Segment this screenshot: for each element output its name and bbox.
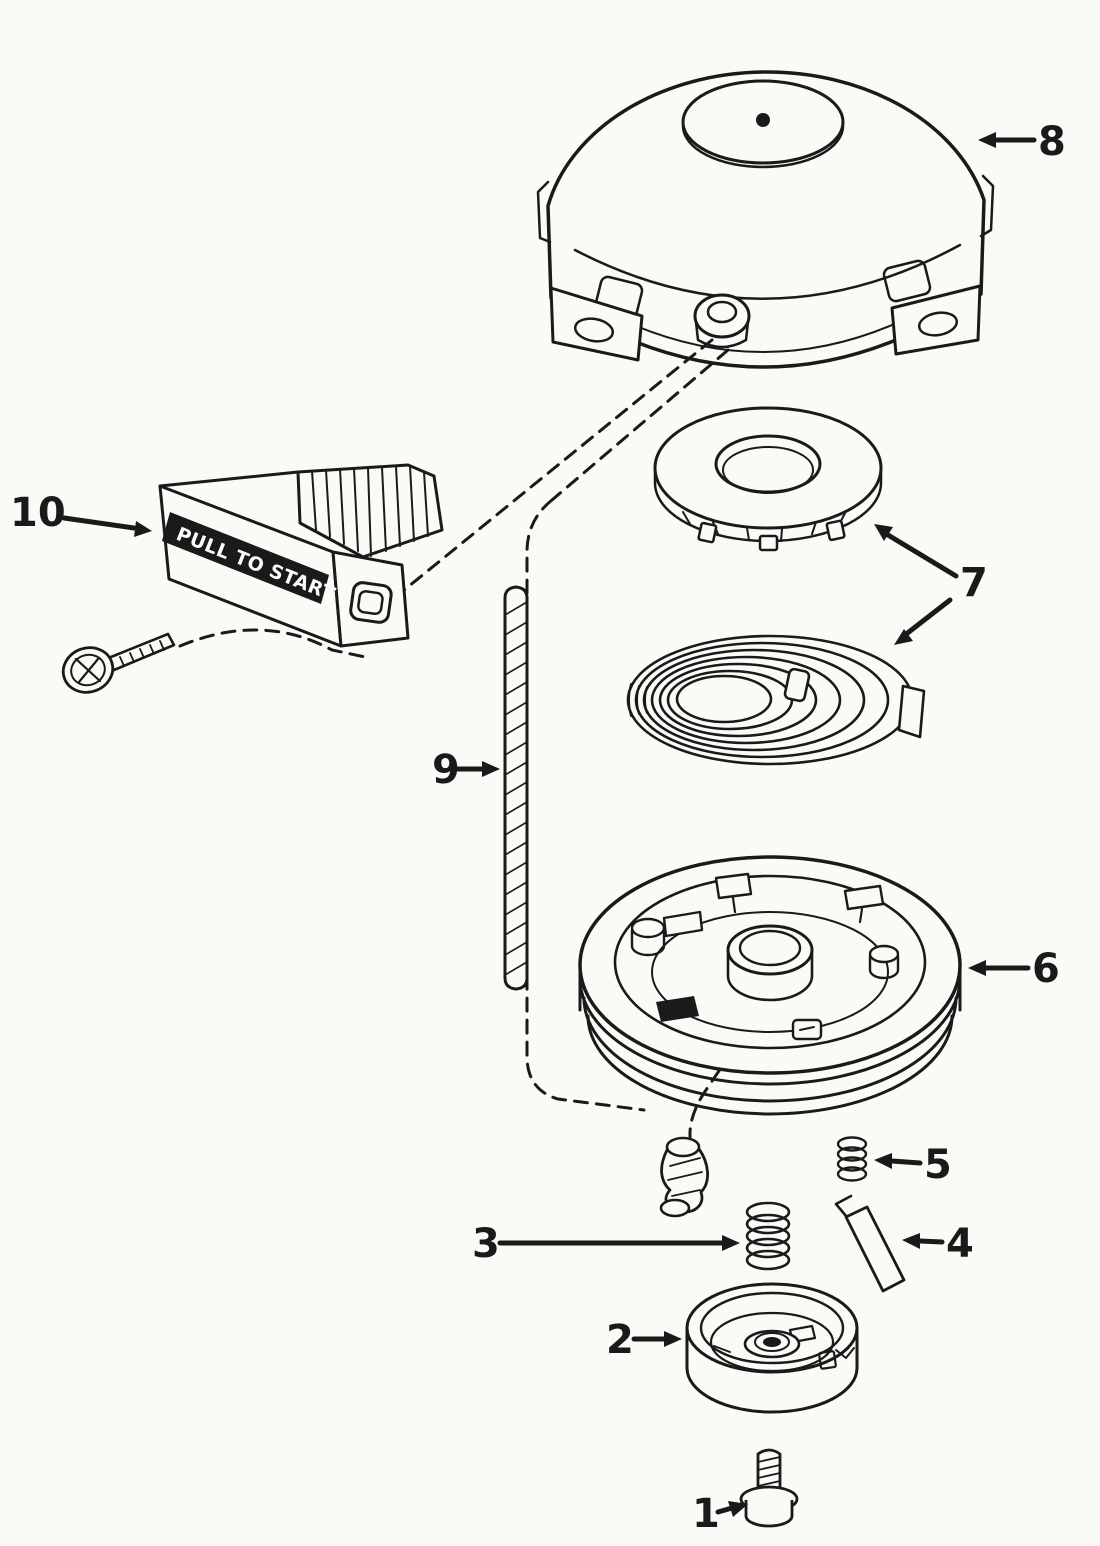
- callout-5-label: 5: [924, 1142, 952, 1188]
- starter-cup: [685, 1282, 859, 1414]
- spring-inner-hook: [783, 667, 811, 703]
- callouts: 8 7 10 9 6 5: [10, 119, 1066, 1537]
- recoil-spring: [626, 634, 926, 766]
- mounting-bolt: [739, 1448, 799, 1528]
- pulley-dark-block: [656, 996, 699, 1022]
- handle-screw: [61, 632, 176, 694]
- callout-8-label: 8: [1038, 119, 1066, 165]
- friction-link: [834, 1194, 906, 1293]
- housing-center-dot: [756, 113, 770, 127]
- pin: [503, 585, 529, 991]
- spring-outer-hook: [897, 684, 926, 739]
- callout-9: 9: [432, 747, 500, 793]
- callout-9-label: 9: [432, 747, 460, 793]
- cup-center-hole: [763, 1337, 781, 1347]
- screw-shank: [104, 632, 176, 672]
- callout-2-label: 2: [606, 1317, 634, 1363]
- friction-spring: [836, 1136, 868, 1182]
- pin-hatching: [504, 601, 528, 976]
- housing-ear-right-hole: [917, 311, 959, 337]
- callout-1-label: 1: [692, 1491, 720, 1537]
- pulley-pawl-tab-2: [714, 872, 753, 900]
- callout-8: 8: [978, 119, 1066, 165]
- housing-ear-left-hole: [573, 317, 615, 343]
- bolt-head: [744, 1500, 794, 1528]
- handle-rope-hole: [349, 581, 393, 624]
- callout-7: 7: [874, 524, 988, 645]
- cup-slot: [818, 1350, 837, 1370]
- handle-label-band: [162, 512, 329, 604]
- callout-7-label: 7: [960, 560, 988, 606]
- pulley-post-2: [868, 944, 900, 964]
- pulley-hub: [726, 924, 814, 976]
- screw-threads: [119, 640, 165, 667]
- pulley-pawl-tab-1: [662, 910, 704, 938]
- callout-3-label: 3: [472, 1221, 500, 1267]
- callout-4-label: 4: [946, 1221, 974, 1267]
- pawl: [659, 1136, 709, 1218]
- friction-plate: [653, 406, 883, 552]
- pulley: [578, 855, 962, 1116]
- callout-6-label: 6: [1032, 946, 1060, 992]
- housing-cutout-right: [882, 259, 932, 303]
- rope-path: [178, 338, 746, 1144]
- callout-5: 5: [874, 1142, 952, 1188]
- callout-3: 3: [472, 1221, 740, 1267]
- callout-4: 4: [902, 1221, 974, 1267]
- housing-ear-left: [549, 286, 644, 362]
- housing-top-recess: [681, 79, 845, 165]
- bolt-threads: [757, 1456, 781, 1487]
- pulley-pawl-tab-3: [843, 884, 885, 911]
- pulley-post: [630, 917, 666, 939]
- housing-ear-right: [890, 284, 982, 356]
- pawl-hatching: [667, 1157, 703, 1197]
- handle: PULL TO START: [158, 463, 444, 648]
- starter-housing: [536, 70, 995, 369]
- pawl-spring: [745, 1201, 791, 1271]
- callout-6: 6: [968, 946, 1060, 992]
- callout-2: 2: [606, 1317, 682, 1363]
- callout-10: 10: [10, 490, 152, 537]
- handle-grip-ridges: [311, 465, 429, 557]
- callout-10-label: 10: [10, 490, 66, 536]
- callout-1: 1: [692, 1491, 748, 1537]
